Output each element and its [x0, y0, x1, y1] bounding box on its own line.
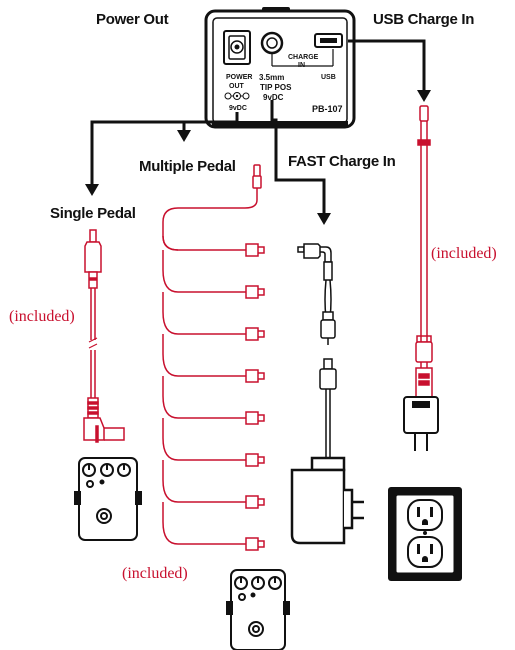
- power-adapter-icon: [290, 456, 364, 545]
- fast-charge-arrow-line: [270, 100, 326, 213]
- charge-in-label-2: IN: [298, 62, 305, 69]
- power-out-arrow-line: [90, 112, 239, 184]
- single-cable-included-label: (included): [9, 308, 75, 325]
- daisy-chain-cable: [162, 164, 265, 551]
- power-out-label: POWER: [226, 74, 252, 81]
- single-pedal-icon: [74, 457, 142, 541]
- charge-in-jack: [260, 31, 284, 55]
- usb-label: USB: [321, 74, 336, 81]
- multiple-pedal-icon: [226, 569, 290, 650]
- wall-outlet-icon: [388, 487, 462, 581]
- heading-fast-charge-in: FAST Charge In: [288, 153, 396, 170]
- charge-in-label: CHARGE: [288, 54, 319, 61]
- heading-single-pedal: Single Pedal: [50, 205, 136, 222]
- arrow-down-icon: [85, 184, 99, 196]
- model-label: PB-107: [312, 104, 343, 114]
- heading-multiple-pedal: Multiple Pedal: [139, 158, 236, 175]
- usb-cable-included-label: (included): [431, 245, 497, 262]
- power-out-label-2: OUT: [229, 83, 245, 90]
- power-bank-device: POWER OUT 9vDC CHARGE IN USB 3.5mm TIP P…: [204, 7, 356, 129]
- power-out-voltage: 9vDC: [229, 105, 247, 112]
- jack-size-label: 3.5mm: [259, 73, 284, 82]
- daisy-chain-included-label: (included): [122, 565, 188, 582]
- single-pedal-cable: [83, 229, 125, 443]
- arrowheads: [85, 90, 431, 225]
- arrow-down-icon: [317, 213, 331, 225]
- usb-charging-cable: [415, 105, 433, 399]
- arrow-down-icon: [417, 90, 431, 102]
- connection-arrows: [90, 39, 426, 213]
- arrow-down-icon: [177, 130, 191, 142]
- charge-voltage-label: 9vDC: [263, 93, 284, 102]
- heading-power-out: Power Out: [96, 11, 169, 28]
- usb-wall-adapter-icon: [403, 396, 439, 451]
- polarity-symbol-icon: [224, 92, 250, 100]
- power-out-jack: [223, 30, 251, 65]
- tip-polarity-label: TIP POS: [260, 83, 292, 92]
- fast-charge-cable: [297, 243, 337, 465]
- heading-usb-charge-in: USB Charge In: [373, 11, 474, 28]
- usb-port: [314, 33, 343, 48]
- usb-charge-arrow-line: [348, 39, 426, 90]
